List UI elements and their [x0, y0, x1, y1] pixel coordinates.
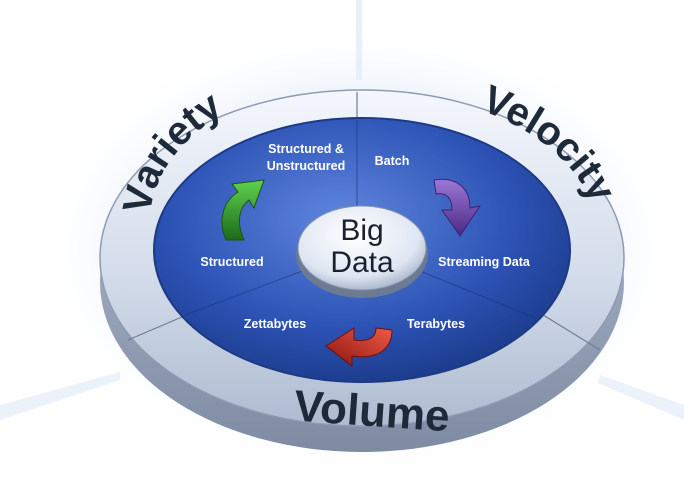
curved-arrow-red-icon [325, 327, 393, 368]
label-terabytes: Terabytes [407, 317, 465, 331]
center-label-data: Data [330, 246, 394, 279]
label-batch: Batch [375, 154, 410, 168]
light-ray-right [598, 375, 684, 420]
label-structured-unstructured-1: Structured & [268, 142, 344, 156]
label-zettabytes: Zettabytes [244, 317, 307, 331]
inner-divider-right [417, 269, 536, 319]
curved-arrow-purple-icon [433, 178, 482, 237]
ring-label-volume: Volume [293, 382, 452, 442]
inner-divider-left [184, 269, 306, 316]
center-label-big: Big [340, 214, 383, 247]
light-ray-top [356, 0, 362, 80]
light-ray-left [0, 372, 120, 420]
label-structured-unstructured-2: Unstructured [267, 159, 345, 173]
label-streaming-data: Streaming Data [438, 255, 531, 269]
curved-arrow-green-icon [221, 179, 265, 241]
label-structured: Structured [200, 255, 263, 269]
center-hub [297, 205, 427, 291]
